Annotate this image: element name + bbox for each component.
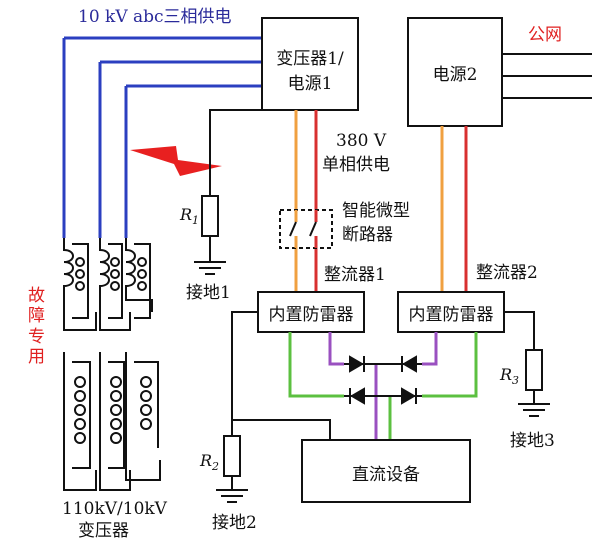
r1-symbol: R [180, 205, 193, 224]
ground2-wiring [216, 311, 331, 503]
transformer1-label: 变压器1/ 电源1 [262, 44, 358, 94]
lightning-protector-1-box [257, 291, 365, 333]
r2-label: R2 [200, 451, 220, 474]
upper-transformer-windings [63, 238, 153, 331]
breaker-label-line1: 智能微型 [342, 201, 410, 221]
dc-equipment-box [301, 439, 471, 503]
ground2-label: 接地2 [212, 513, 257, 533]
r3-subscript: 3 [512, 374, 520, 388]
r1-label: R1 [180, 205, 200, 228]
lightning-protector-2-label: 内置防雷器 [408, 305, 494, 325]
single-phase-voltage-label: 380 V [336, 131, 387, 151]
lightning-protector-1-label: 内置防雷器 [268, 305, 354, 325]
rectifier1-label: 整流器1 [324, 265, 386, 285]
fault-only-label-2: 障 [28, 306, 45, 327]
dc-green-wiring [288, 332, 478, 440]
ground3-wiring [504, 311, 550, 417]
lightning-protector-2-box [397, 291, 505, 333]
r2-subscript: 2 [212, 460, 220, 474]
three-phase-supply-lines [62, 36, 262, 238]
transformer1-box [261, 17, 359, 111]
lightning-fault-icon [130, 146, 222, 176]
dc-purple-wiring [328, 332, 438, 440]
smart-breaker [279, 209, 333, 249]
breaker-label-line2: 断路器 [342, 225, 393, 245]
ground1-label: 接地1 [186, 283, 231, 303]
ground3-label: 接地3 [510, 431, 555, 451]
r2-symbol: R [200, 451, 213, 470]
fault-only-label-1: 故 [28, 286, 45, 306]
transformer1-label-line1: 变压器1/ [276, 49, 344, 69]
r3-symbol: R [500, 365, 513, 384]
public-grid-label: 公网 [528, 25, 562, 45]
fault-only-label-3: 专 [28, 326, 45, 347]
single-phase-supply-label: 单相供电 [322, 155, 390, 175]
diode-bridge [344, 355, 422, 405]
single-phase-feed-1 [294, 110, 318, 292]
dc-equipment-label: 直流设备 [352, 465, 420, 485]
transformer-110kv-label-line2: 变压器 [78, 521, 129, 541]
lower-transformer-windings [63, 352, 161, 491]
transformer1-label-line2: 电源1 [287, 74, 333, 94]
ground1-wiring [194, 109, 262, 275]
single-phase-feed-2 [440, 126, 468, 292]
fault-only-label: 故 障 专 用 [28, 286, 45, 368]
public-grid-lines [502, 53, 592, 99]
power2-box [407, 17, 503, 127]
r3-label: R3 [500, 365, 520, 388]
supply-10kv-label: 10 kV abc三相供电 [78, 7, 232, 27]
transformer-110kv-label-line1: 110kV/10kV [62, 499, 167, 519]
power2-label: 电源2 [432, 65, 478, 85]
fault-only-label-4: 用 [28, 347, 45, 368]
r1-subscript: 1 [192, 214, 200, 228]
rectifier2-label: 整流器2 [476, 263, 538, 283]
